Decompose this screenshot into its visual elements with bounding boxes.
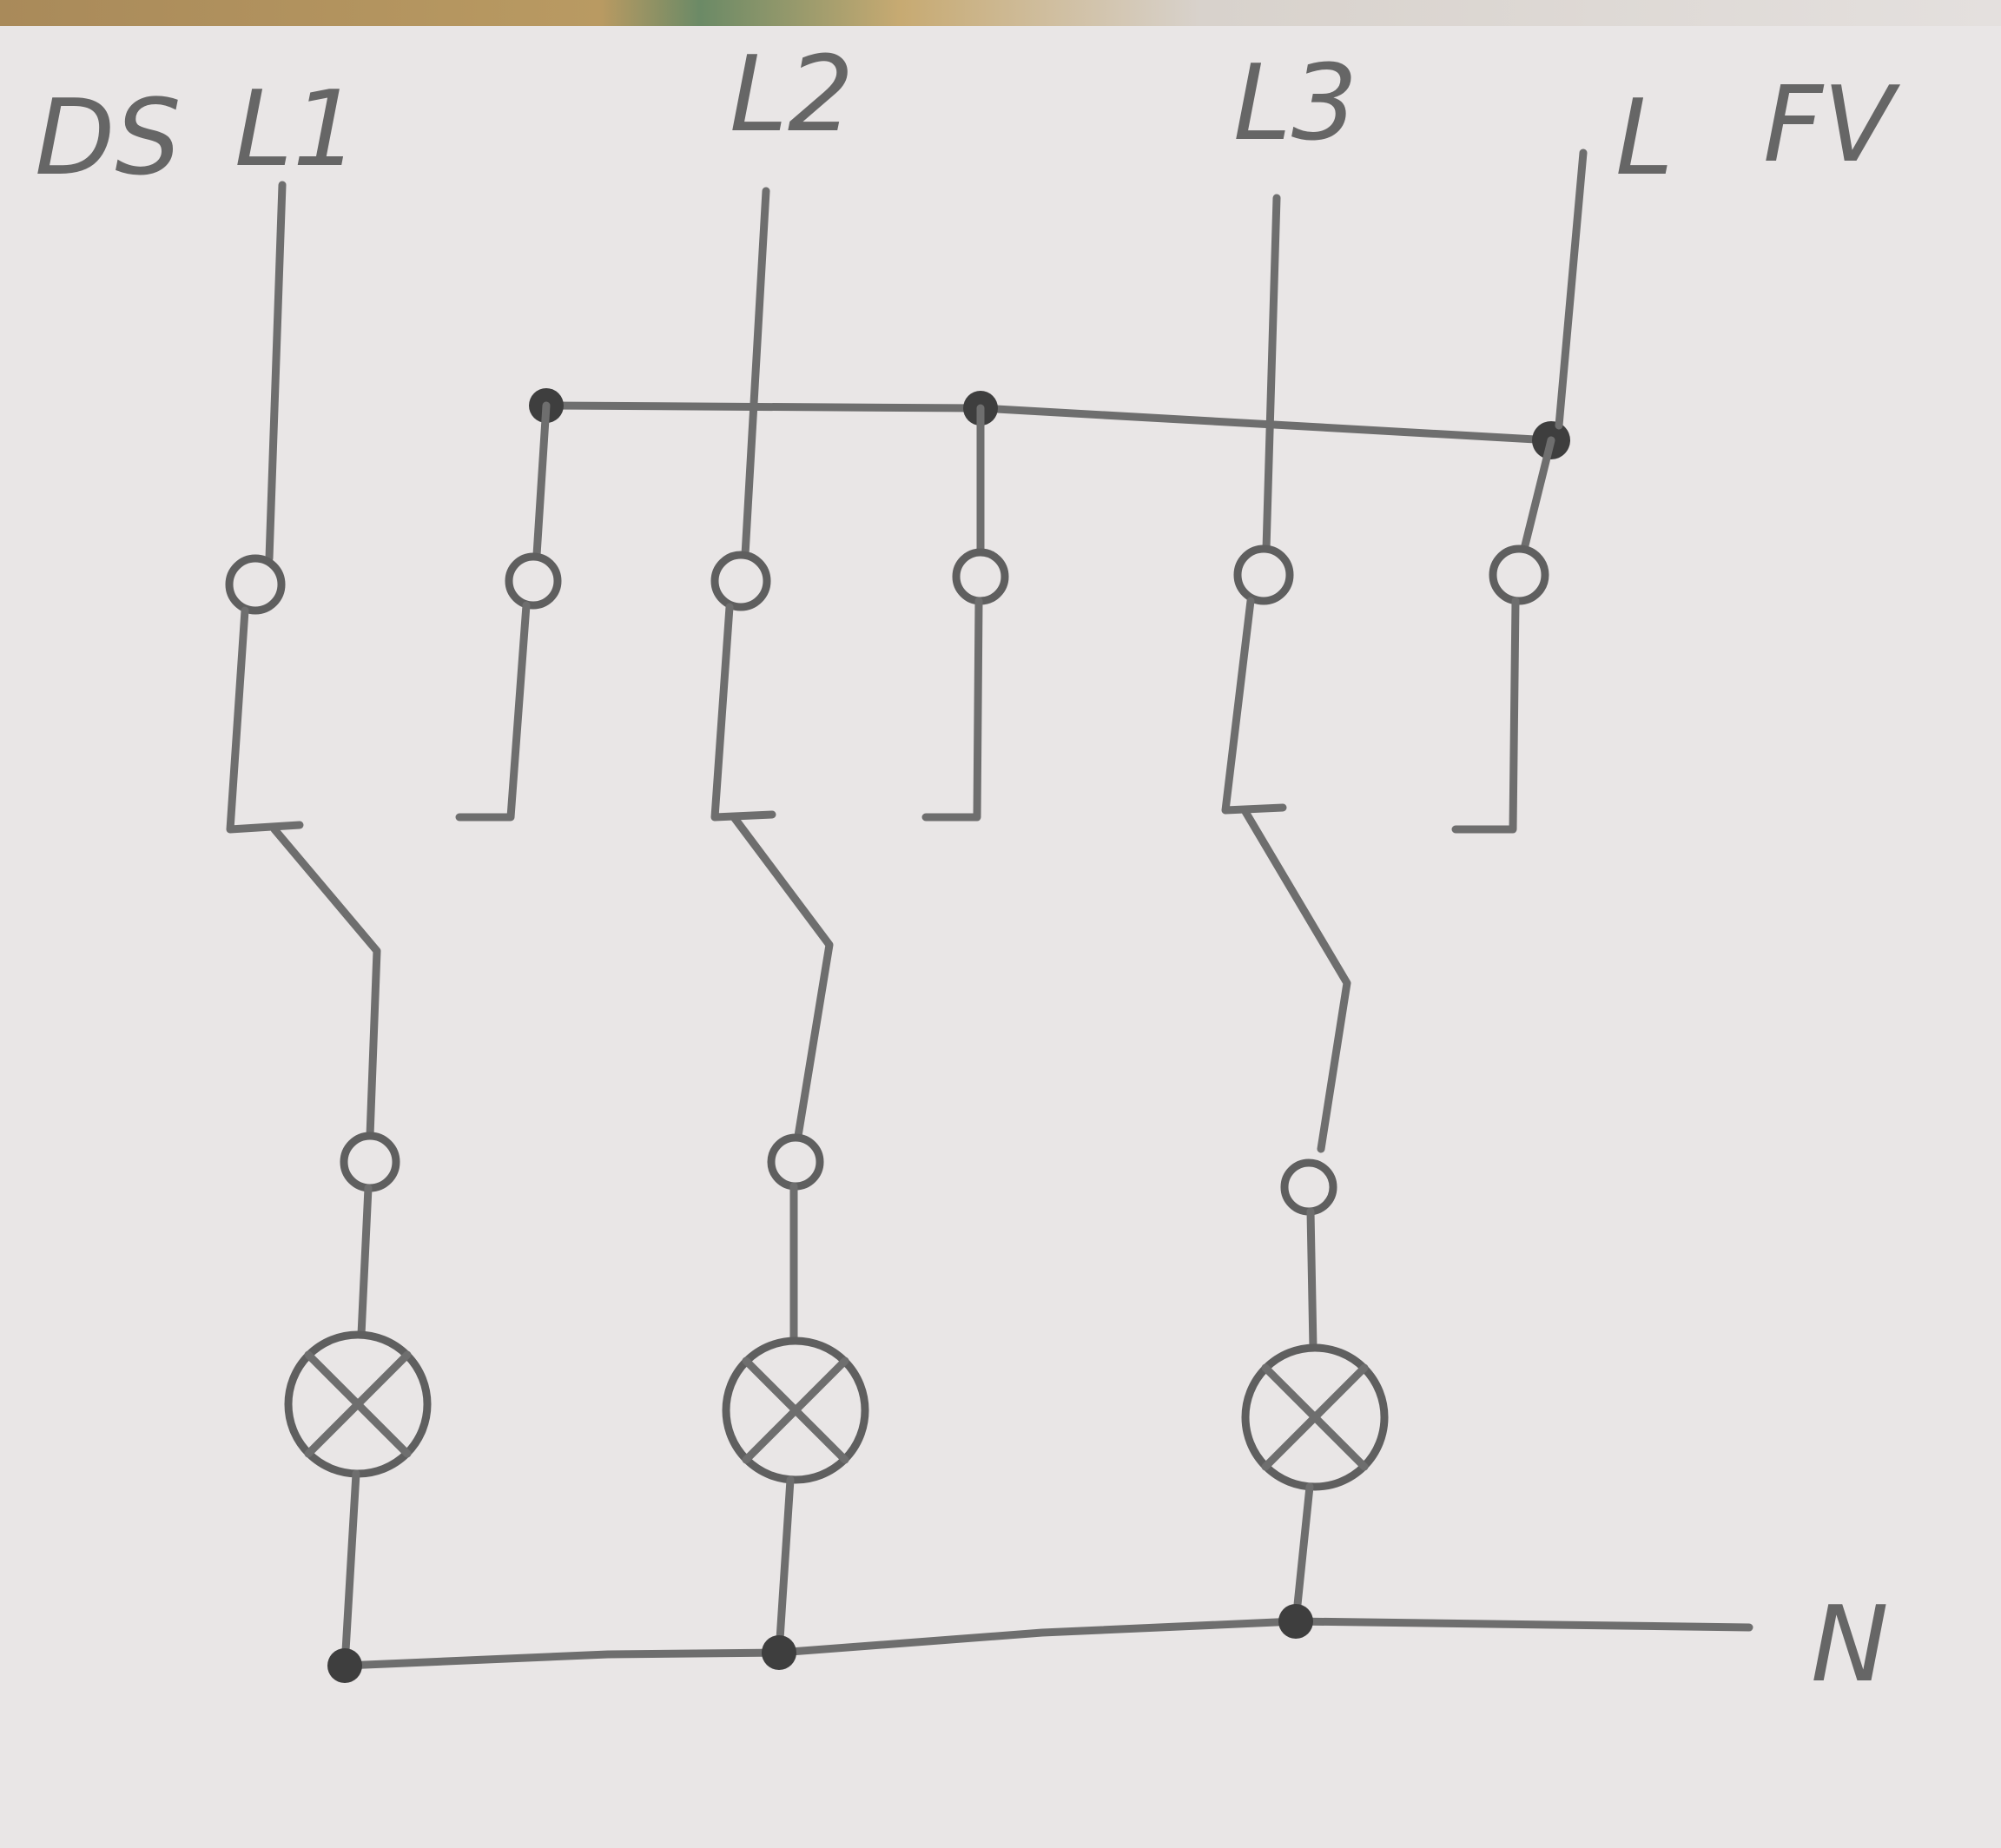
control-bus-wire — [542, 401, 1555, 445]
terminal-circle — [710, 551, 771, 611]
label-l3: L3 — [1233, 43, 1357, 164]
label-ds: DS — [35, 78, 182, 199]
neutral-wire — [340, 1617, 1753, 1670]
table-background-strip — [0, 0, 2001, 26]
label-l2: L2 — [730, 35, 854, 155]
label-fv: FV — [1763, 65, 1901, 186]
junction-dot — [1278, 1604, 1313, 1639]
lamp-icon — [722, 1336, 869, 1484]
terminal-circle — [505, 552, 562, 610]
terminal-circle — [225, 554, 286, 615]
terminal-circle — [767, 1133, 824, 1191]
terminal-circle — [1233, 544, 1294, 605]
terminal-circle — [1489, 544, 1549, 605]
label-n: N — [1811, 1585, 1889, 1706]
junction-dot — [762, 1635, 796, 1670]
terminal-circle — [340, 1132, 400, 1192]
branch-l1 — [225, 181, 432, 1670]
junction-dot — [327, 1648, 362, 1683]
branch-l-fv — [1451, 148, 1588, 834]
branch-l3 — [1221, 194, 1389, 1626]
branch-control-1 — [455, 401, 562, 822]
label-l1: L1 — [234, 69, 359, 190]
lamp-icon — [1241, 1343, 1389, 1491]
label-l: L — [1615, 78, 1674, 199]
lamp-icon — [284, 1330, 432, 1478]
branch-control-2 — [921, 404, 1009, 822]
terminal-circle — [1280, 1158, 1337, 1216]
branch-l2 — [710, 187, 869, 1657]
terminal-circle — [952, 548, 1009, 605]
